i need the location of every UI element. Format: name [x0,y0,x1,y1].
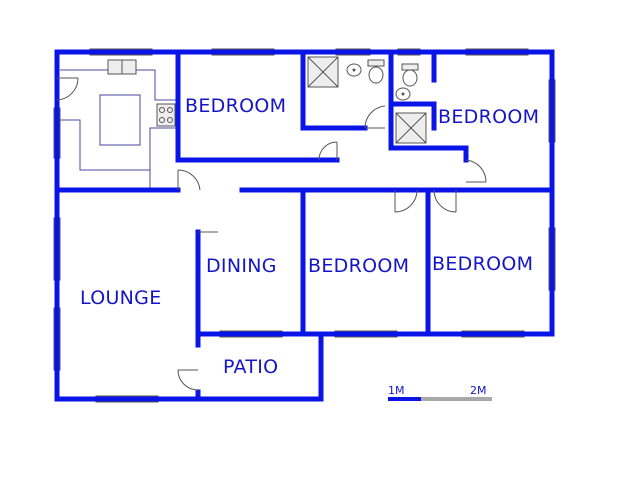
kitchen-fixtures [60,59,179,188]
kitchen-counter-left [60,119,150,171]
sink-icon [107,59,137,75]
room-label-dining: DINING [206,255,277,277]
scale-label-1m: 1M [388,384,405,397]
shower-icon-2 [395,112,427,144]
stove-icon [156,103,176,127]
scale-bar: 1M 2M [388,384,492,401]
toilet-icon-2 [401,63,419,87]
room-label-lounge: LOUNGE [80,287,162,309]
doors [56,77,487,391]
door-bedroom-1 [318,141,338,161]
shower-icon [307,56,339,88]
walls [54,49,555,402]
door-bathroom-1 [364,105,386,129]
door-bedroom-4 [433,189,457,213]
room-label-bedroom-3: BEDROOM [308,255,409,277]
door-kitchen [56,77,79,101]
scale-label-2m: 2M [470,384,487,397]
door-bedroom-3 [394,189,418,213]
kitchen-island [99,94,141,146]
basin-icon [346,63,362,77]
room-label-bedroom-2: BEDROOM [438,106,539,128]
toilet-icon [367,59,385,84]
basin-icon-2 [395,87,411,101]
door-patio [177,369,199,391]
room-label-bedroom-1: BEDROOM [185,95,286,117]
room-label-patio: PATIO [223,356,278,378]
room-label-bedroom-4: BEDROOM [432,253,533,275]
bathroom-fixtures [307,56,427,144]
door-lounge-kitchen [177,169,201,191]
door-bedroom-2 [465,159,487,183]
